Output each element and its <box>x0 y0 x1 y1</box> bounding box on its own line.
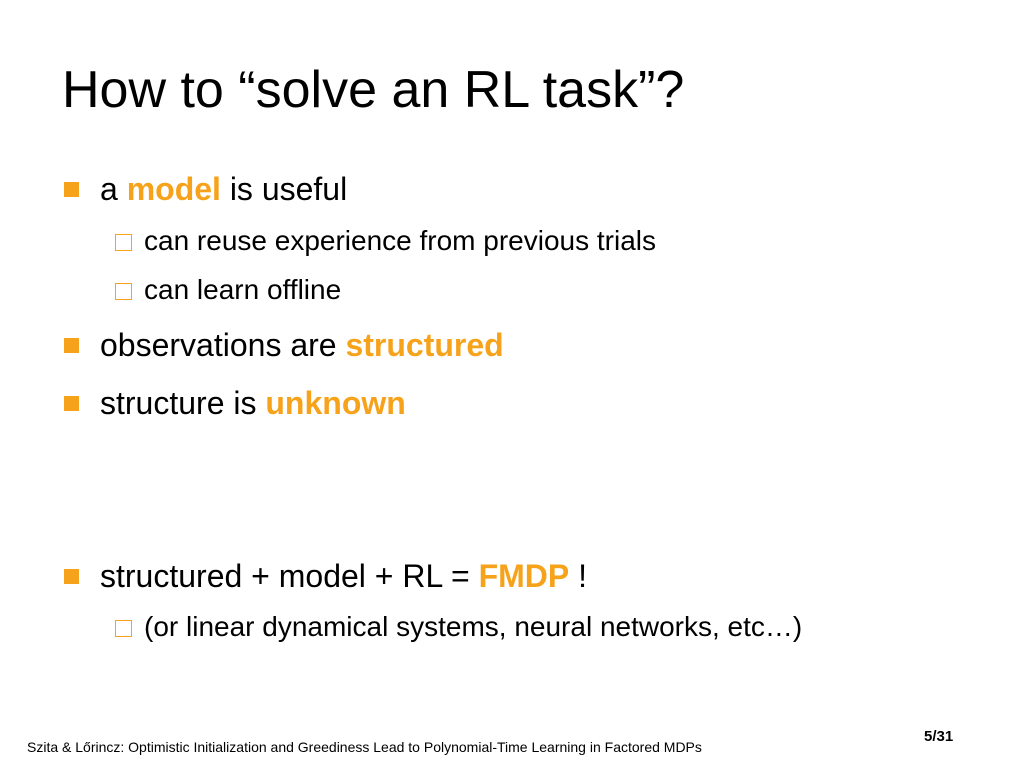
hollow-square-bullet-icon <box>115 283 132 300</box>
page-number: 5/31 <box>924 728 954 745</box>
filled-square-bullet-icon <box>64 338 79 353</box>
subbullet-reuse-experience: can reuse experience from previous trial… <box>115 225 656 257</box>
bullet-highlight: model <box>126 171 221 207</box>
subbullet-text: can learn offline <box>144 274 342 305</box>
bullet-model-useful: a model is useful <box>64 171 347 207</box>
slide-title: How to “solve an RL task”? <box>62 61 685 119</box>
bullet-observations-structured: observations are structured <box>64 327 504 363</box>
filled-square-bullet-icon <box>64 569 79 584</box>
subbullet-learn-offline: can learn offline <box>115 274 341 306</box>
bullet-structure-unknown: structure is unknown <box>64 385 406 421</box>
subbullet-text: (or linear dynamical systems, neural net… <box>144 611 803 642</box>
bullet-text: observations are structured <box>100 327 504 363</box>
bullet-pre: observations are <box>100 327 346 363</box>
bullet-pre: a <box>100 171 127 207</box>
filled-square-bullet-icon <box>64 182 79 197</box>
bullet-highlight: unknown <box>265 385 406 421</box>
subbullet-text: can reuse experience from previous trial… <box>144 225 657 256</box>
hollow-square-bullet-icon <box>115 234 132 251</box>
bullet-fmdp: structured + model + RL = FMDP ! <box>64 558 587 594</box>
bullet-pre: structured + model + RL = <box>100 558 479 594</box>
bullet-text: a model is useful <box>100 171 347 207</box>
bullet-highlight: structured <box>345 327 504 363</box>
footer-citation: Szita & Lőrincz: Optimistic Initializati… <box>27 739 702 755</box>
bullet-post: is useful <box>220 171 348 207</box>
filled-square-bullet-icon <box>64 396 79 411</box>
bullet-text: structure is unknown <box>100 385 406 421</box>
subbullet-linear-systems: (or linear dynamical systems, neural net… <box>115 611 802 643</box>
bullet-post: ! <box>569 558 587 594</box>
bullet-pre: structure is <box>100 385 266 421</box>
bullet-highlight: FMDP <box>478 558 570 594</box>
hollow-square-bullet-icon <box>115 620 132 637</box>
bullet-text: structured + model + RL = FMDP ! <box>100 558 587 594</box>
